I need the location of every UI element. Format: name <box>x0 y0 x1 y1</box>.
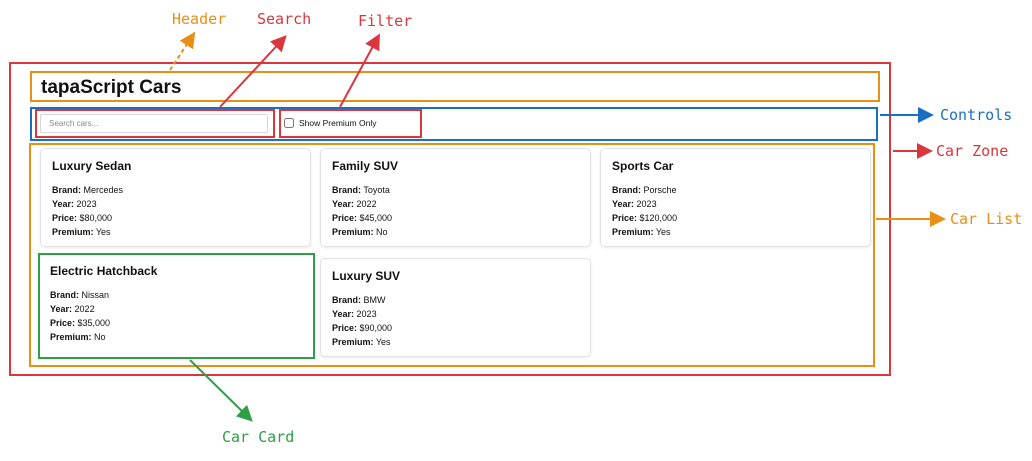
annotation-car-zone: Car Zone <box>936 142 1009 160</box>
annotation-car-list: Car List <box>950 210 1023 228</box>
car-name: Family SUV <box>332 159 399 173</box>
car-premium: Premium: Yes <box>332 337 391 347</box>
car-premium: Premium: Yes <box>52 227 111 237</box>
car-price: Price: $90,000 <box>332 323 393 333</box>
car-list-region <box>29 143 875 367</box>
car-name: Sports Car <box>612 159 674 173</box>
controls-region <box>30 107 878 141</box>
annotation-filter: Filter <box>358 12 413 30</box>
filter-region: Show Premium Only <box>279 109 422 138</box>
car-year: Year: 2023 <box>332 309 377 319</box>
premium-checkbox[interactable] <box>284 118 294 128</box>
car-name: Electric Hatchback <box>50 264 158 278</box>
car-year: Year: 2023 <box>52 199 97 209</box>
car-card: Sports Car Brand: Porsche Year: 2023 Pri… <box>600 148 871 247</box>
car-price: Price: $35,000 <box>50 318 111 328</box>
car-card: Family SUV Brand: Toyota Year: 2022 Pric… <box>320 148 591 247</box>
header-region: tapaScript Cars <box>30 71 880 102</box>
annotation-controls: Controls <box>940 106 1013 124</box>
annotation-car-card: Car Card <box>222 428 295 446</box>
annotation-header: Header <box>172 10 227 28</box>
premium-filter-label: Show Premium Only <box>299 118 377 128</box>
premium-filter[interactable]: Show Premium Only <box>284 118 376 128</box>
car-brand: Brand: Mercedes <box>52 185 124 195</box>
car-premium: Premium: No <box>332 227 388 237</box>
car-name: Luxury Sedan <box>52 159 132 173</box>
car-year: Year: 2022 <box>332 199 377 209</box>
car-name: Luxury SUV <box>332 269 401 283</box>
car-card: Luxury SUV Brand: BMW Year: 2023 Price: … <box>320 258 591 357</box>
car-price: Price: $45,000 <box>332 213 393 223</box>
car-brand: Brand: Nissan <box>50 290 110 300</box>
annotation-search: Search <box>257 10 312 28</box>
search-region <box>35 109 275 138</box>
car-brand: Brand: Porsche <box>612 185 677 195</box>
car-card-highlighted: Electric Hatchback Brand: Nissan Year: 2… <box>38 253 315 359</box>
car-brand: Brand: BMW <box>332 295 386 305</box>
search-input[interactable] <box>40 114 268 133</box>
car-premium: Premium: No <box>50 332 106 342</box>
app-title: tapaScript Cars <box>41 77 182 98</box>
car-price: Price: $80,000 <box>52 213 113 223</box>
car-premium: Premium: Yes <box>612 227 671 237</box>
car-price: Price: $120,000 <box>612 213 678 223</box>
car-year: Year: 2023 <box>612 199 657 209</box>
car-year: Year: 2022 <box>50 304 95 314</box>
car-brand: Brand: Toyota <box>332 185 390 195</box>
car-card: Luxury Sedan Brand: Mercedes Year: 2023 … <box>40 148 311 247</box>
